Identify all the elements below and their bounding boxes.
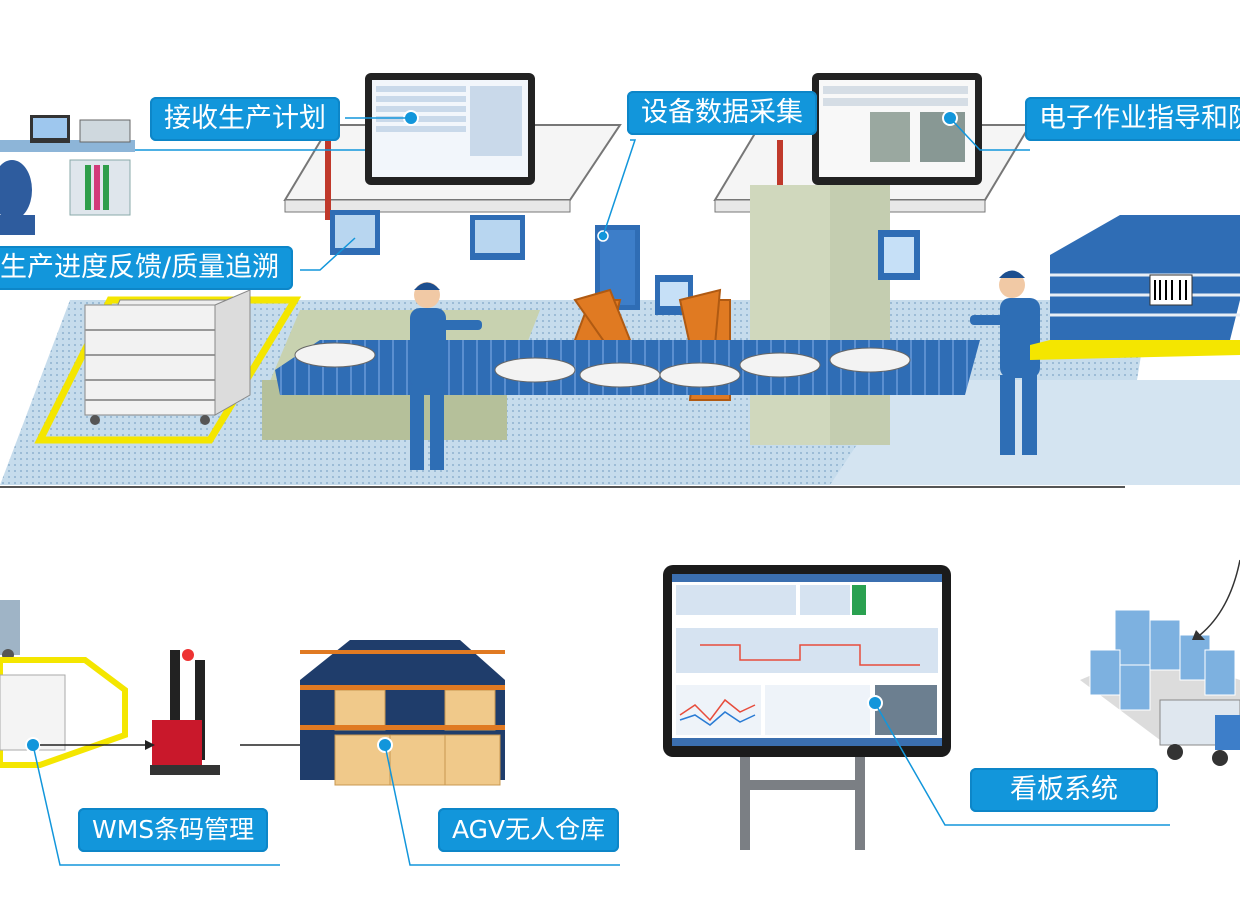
- truck-icon: [1159, 699, 1240, 766]
- worker-icon: [410, 282, 482, 470]
- connector-lines: [135, 117, 1030, 271]
- label-equipment-data: 设备数据采集: [627, 91, 817, 135]
- cart-icon: [84, 289, 251, 425]
- forklift-icon: [150, 649, 220, 775]
- label-agv-warehouse: AGV无人仓库: [438, 808, 620, 852]
- label-receive-plan: 接收生产计划: [150, 97, 340, 141]
- parts-rack-icon: [1030, 215, 1240, 360]
- pallet-goods-icon: [0, 600, 128, 768]
- pallet-rack-icon: [300, 640, 505, 786]
- label-wms-barcode: WMS条码管理: [78, 808, 269, 852]
- kanban-board-icon: [663, 565, 951, 850]
- control-cabinet-icon: [595, 225, 920, 315]
- label-kanban: 看板系统: [970, 768, 1158, 812]
- conveyor-icon: [275, 340, 980, 395]
- pc-workstation-icon: [0, 115, 135, 235]
- monitor-icon: [812, 73, 982, 185]
- monitor-icon: [365, 73, 535, 185]
- label-progress-feedback: 生产进度反馈/质量追溯: [0, 246, 294, 290]
- label-electronic-sop: 电子作业指导和防: [1025, 97, 1240, 141]
